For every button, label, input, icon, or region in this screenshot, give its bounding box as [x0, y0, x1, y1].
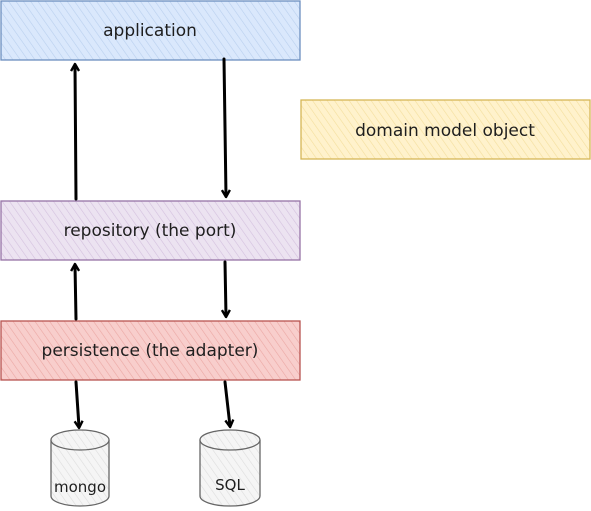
edge-persistence-to-mongo — [76, 380, 79, 427]
edge-repository-to-application — [75, 65, 76, 201]
edges — [75, 57, 230, 427]
node-persistence: persistence (the adapter) — [0, 320, 301, 381]
edge-repository-to-persistence — [225, 260, 226, 316]
node-domain-model-object: domain model object — [300, 99, 591, 160]
edge-persistence-to-sql — [223, 380, 230, 426]
node-mongo-label: mongo — [54, 478, 106, 496]
node-mongo-database-icon: mongo — [50, 429, 110, 507]
node-application-label: application — [103, 21, 197, 41]
node-repository-label: repository (the port) — [64, 221, 237, 241]
node-sql-database-icon: SQL — [199, 429, 261, 507]
node-domain-model-object-label: domain model object — [355, 121, 535, 141]
node-persistence-label: persistence (the adapter) — [42, 341, 259, 361]
edge-application-to-repository — [224, 57, 226, 196]
node-application: application — [0, 0, 301, 61]
edge-persistence-to-repository — [75, 265, 76, 321]
node-sql-label: SQL — [215, 476, 245, 494]
node-repository: repository (the port) — [0, 200, 301, 261]
